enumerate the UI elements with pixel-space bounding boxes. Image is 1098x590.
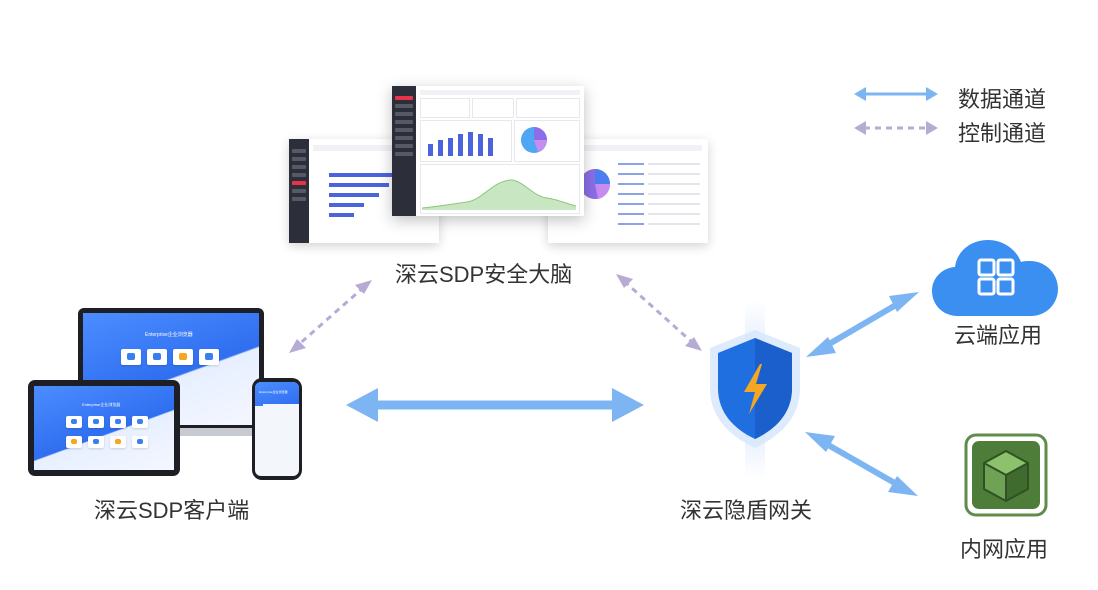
phone-browser-title: Enterprise企业浏览器 <box>259 390 288 394</box>
data-arrow-client-gateway <box>346 388 644 422</box>
brain-label: 深云SDP安全大脑 <box>395 262 573 287</box>
cloud-icon <box>932 240 1058 316</box>
control-arrow-brain-client <box>289 280 372 353</box>
dashboard-screenshot-center <box>392 86 584 216</box>
phone-device: Enterprise企业浏览器 <box>252 378 302 480</box>
intranet-app-label: 内网应用 <box>960 537 1049 562</box>
legend-data-arrow <box>854 87 938 101</box>
control-arrow-brain-gateway <box>616 274 702 351</box>
tablet-browser-title: Enterprise企业浏览器 <box>82 402 121 407</box>
tablet-device: Enterprise企业浏览器 <box>28 380 180 476</box>
gateway-shield-icon <box>710 330 800 448</box>
data-arrow-gateway-intranet <box>805 432 918 496</box>
legend-data-label: 数据通道 <box>958 87 1047 112</box>
cube-icon <box>964 433 1048 517</box>
data-arrow-gateway-cloud <box>806 292 919 357</box>
legend-control-label: 控制通道 <box>958 121 1047 146</box>
client-label: 深云SDP客户端 <box>94 498 250 523</box>
gateway-label: 深云隐盾网关 <box>680 498 813 523</box>
cloud-app-label: 云端应用 <box>954 323 1043 348</box>
laptop-browser-title: Enterprise企业浏览器 <box>145 332 193 338</box>
legend-control-arrow <box>854 121 938 135</box>
